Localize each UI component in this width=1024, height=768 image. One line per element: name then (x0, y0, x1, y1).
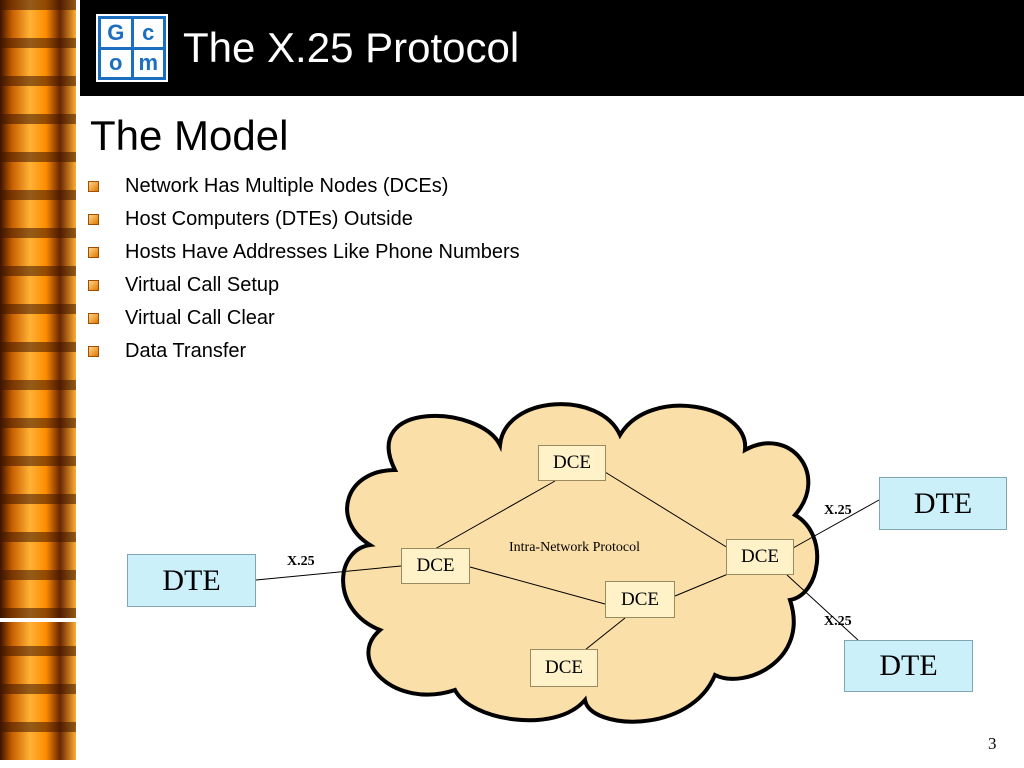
dte-node-bottom-right: DTE (844, 640, 973, 692)
strip-divider (0, 618, 76, 622)
left-decorative-strip (0, 0, 76, 768)
bullet-square-icon (88, 280, 99, 291)
dte-node-top-right: DTE (879, 477, 1007, 530)
dce-node-top: DCE (538, 445, 606, 481)
bullet-square-icon (88, 181, 99, 192)
bullet-square-icon (88, 214, 99, 225)
x25-link-top-right (792, 499, 880, 549)
dce-node-center: DCE (605, 581, 675, 618)
dte-node-left: DTE (127, 554, 256, 607)
title-bar (80, 0, 1024, 96)
link-dce-center-bottom (584, 617, 626, 651)
strip-divider-bottom (0, 760, 76, 768)
cloud-label: Intra-Network Protocol (509, 540, 641, 555)
bullet-square-icon (88, 346, 99, 357)
bullet-list: Network Has Multiple Nodes (DCEs) Host C… (88, 170, 520, 368)
x25-label-bottom-right: X.25 (824, 614, 852, 629)
bullet-item: Data Transfer (88, 335, 520, 368)
bullet-item: Hosts Have Addresses Like Phone Numbers (88, 236, 520, 269)
link-dce-top-left (434, 480, 556, 550)
bullet-item: Virtual Call Setup (88, 269, 520, 302)
logo-letter: o (101, 49, 131, 77)
bullet-square-icon (88, 247, 99, 258)
network-cloud (341, 402, 820, 724)
slide-subtitle: The Model (90, 112, 289, 159)
link-dce-left-center (469, 566, 606, 605)
bullet-text: Hosts Have Addresses Like Phone Numbers (125, 241, 520, 263)
bullet-item: Host Computers (DTEs) Outside (88, 203, 520, 236)
slide-title: The X.25 Protocol (183, 24, 520, 71)
logo-letter: G (101, 19, 131, 47)
bullet-square-icon (88, 313, 99, 324)
bullet-text: Virtual Call Setup (125, 274, 280, 296)
gcom-logo: G c o m (96, 14, 168, 82)
x25-label-left: X.25 (287, 554, 315, 569)
bullet-text: Data Transfer (125, 340, 247, 362)
link-dce-top-right (604, 471, 729, 549)
bullet-text: Network Has Multiple Nodes (DCEs) (125, 175, 449, 197)
dce-node-bottom: DCE (530, 649, 598, 687)
dce-node-left: DCE (401, 548, 470, 584)
page-number: 3 (988, 734, 997, 753)
x25-link-left (255, 565, 402, 581)
link-dce-center-right (674, 573, 729, 597)
bullet-text: Virtual Call Clear (125, 307, 275, 329)
logo-letter: m (133, 49, 163, 77)
logo-letter: c (133, 19, 163, 47)
x25-link-bottom-right (786, 574, 859, 641)
bullet-text: Host Computers (DTEs) Outside (125, 208, 413, 230)
bullet-item: Network Has Multiple Nodes (DCEs) (88, 170, 520, 203)
dce-node-right: DCE (726, 539, 794, 575)
bullet-item: Virtual Call Clear (88, 302, 520, 335)
x25-label-top-right: X.25 (824, 503, 852, 518)
